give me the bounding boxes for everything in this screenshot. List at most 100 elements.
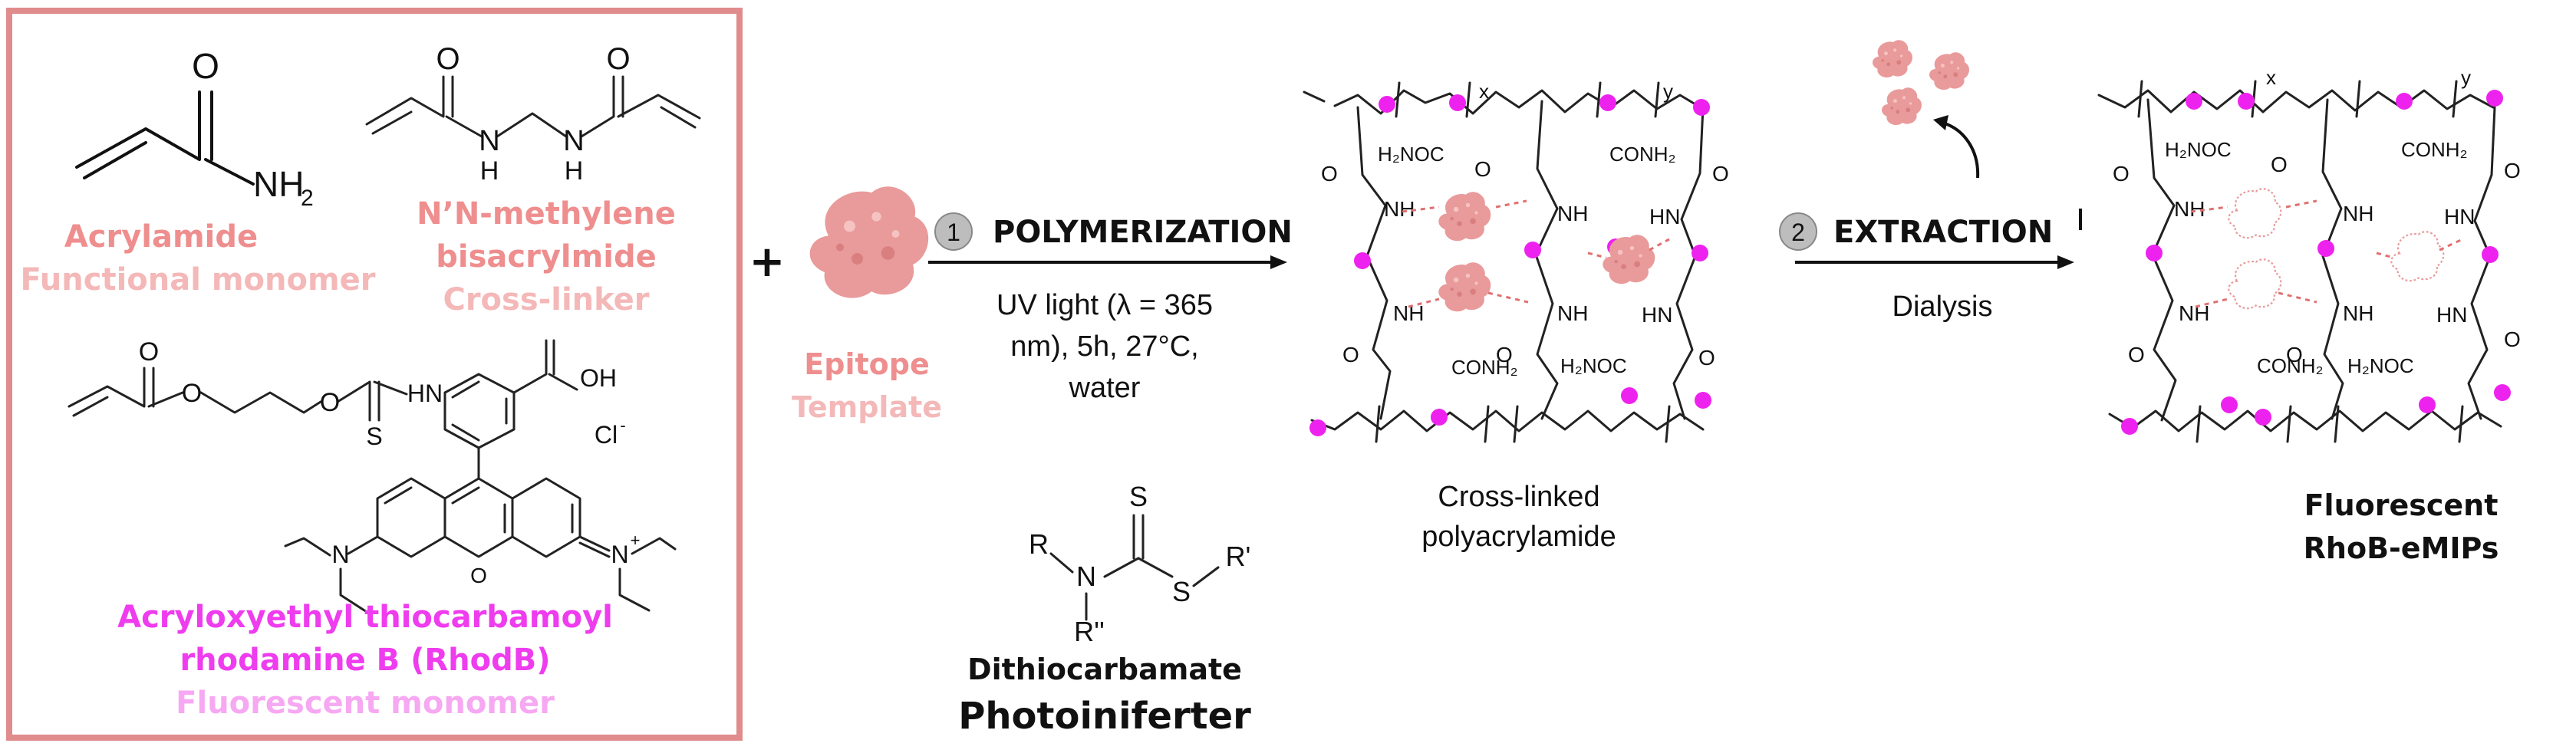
product1-line2: polyacrylamide [1421, 521, 1616, 553]
rhodb-atom-o3: O [320, 388, 340, 417]
net2-hn-1: HN [2444, 205, 2475, 229]
net1-h2noc-2: H₂NOC [1560, 354, 1627, 377]
net1-nh-2: NH [1393, 301, 1424, 325]
step2-label: EXTRACTION [1833, 215, 2053, 250]
net2-hn-2: HN [2436, 303, 2467, 327]
rhodb-atom-hn: HN [407, 380, 443, 407]
net1-node [1695, 392, 1711, 409]
net1-conh2-2: CONH₂ [1451, 356, 1518, 379]
crosslinker-structure: O O N H N H [365, 42, 701, 186]
extraction-curved-arrow [1942, 121, 1980, 179]
released-epitopes-icon [1873, 40, 1969, 126]
net2-nh-3: NH [2343, 202, 2373, 225]
net1-o-1: O [1321, 162, 1338, 186]
rhodb-structure: O O O S HN OH Cl - O N N + [68, 337, 677, 613]
iniferter-name: Dithiocarbamate [967, 653, 1242, 686]
iniferter-atom-s1: S [1129, 481, 1148, 512]
epitope-label: Epitope [804, 347, 929, 381]
crosslinker-atom-n2: N [563, 125, 584, 157]
net1-node [1599, 94, 1616, 111]
crosslinker-name-line1: N’N-methylene [417, 196, 676, 232]
net2-o-1: O [2113, 162, 2130, 186]
net2-nh-4: NH [2343, 301, 2373, 325]
crosslinker-role: Cross-linker [443, 282, 649, 317]
net1-node [1524, 242, 1541, 258]
network-imprinted: x y O NH NH O H₂NOC O NH NH O CONH₂ CONH… [2097, 66, 2521, 443]
crosslinker-name-line2: bisacrylmide [436, 239, 657, 275]
net1-nh-3: NH [1557, 202, 1588, 225]
net1-y: y [1663, 80, 1673, 103]
net1-o-5: O [1712, 162, 1729, 186]
net1-o-2: O [1342, 343, 1359, 367]
template-label: Template [792, 390, 942, 424]
iniferter-role: Photoiniferter [958, 695, 1251, 738]
net2-conh2-1: CONH₂ [2401, 138, 2468, 161]
rhodb-name-line1: Acryloxyethyl thiocarbamoyl [117, 600, 613, 635]
step2-number: 2 [1791, 219, 1805, 246]
net2-nh-2: NH [2179, 301, 2209, 325]
product2-line2: RhoB-eMIPs [2304, 531, 2499, 565]
net1-node [1431, 409, 1448, 426]
rhodb-atom-o1: O [139, 337, 159, 367]
net2-o-5: O [2504, 159, 2521, 182]
acrylamide-structure: O NH 2 [75, 46, 314, 211]
crosslinker-atom-h1: H [480, 156, 499, 186]
step1-condition-line1: UV light (λ = 365 [996, 289, 1213, 321]
iniferter-atom-n: N [1076, 561, 1096, 592]
net1-hn-1: HN [1649, 205, 1680, 229]
net2-o-2: O [2128, 343, 2145, 367]
rhodb-role: Fluorescent monomer [176, 686, 555, 721]
acrylamide-name: Acrylamide [64, 219, 258, 255]
net2-node [2186, 93, 2202, 110]
net2-node [2419, 396, 2436, 413]
net1-conh2-1: CONH₂ [1609, 143, 1676, 166]
net2-h2noc-2: H₂NOC [2347, 354, 2414, 377]
rhodb-atom-s: S [366, 423, 382, 450]
net1-nh-4: NH [1557, 301, 1588, 325]
net2-h2noc-1: H₂NOC [2165, 138, 2232, 161]
step2-number-badge [1779, 212, 1817, 251]
step2-condition: Dialysis [1892, 291, 1993, 323]
product1-line1: Cross-linked [1438, 481, 1599, 513]
net2-o-4: O [2286, 343, 2303, 367]
iniferter-atom-r: R [1029, 528, 1049, 560]
step1-number: 1 [947, 219, 960, 246]
net1-node [1354, 252, 1371, 269]
rhodb-atom-n1: N [331, 541, 349, 568]
net2-x: x [2266, 66, 2276, 89]
rhodb-atom-ring-o: O [470, 564, 487, 587]
crosslinker-atom-o2: O [606, 42, 630, 76]
net2-nh-1: NH [2174, 197, 2205, 221]
network-crosslinked: x y O NH NH O H₂NOC O NH NH O CONH₂ CONH… [1303, 80, 1729, 443]
net2-node [2486, 90, 2503, 107]
crosslinker-atom-n1: N [479, 125, 499, 157]
dithiocarbamate-structure: S N S R R'' R' [1029, 481, 1250, 647]
acrylamide-atom-subscript: 2 [301, 186, 314, 211]
net2-node [2482, 246, 2499, 263]
step1-label: POLYMERIZATION [993, 215, 1293, 250]
net1-x: x [1479, 80, 1489, 103]
iniferter-atom-r1: R' [1226, 541, 1251, 572]
step1-condition-line3: water [1069, 372, 1141, 404]
net2-conh2-2: CONH₂ [2257, 354, 2324, 377]
net1-o-4: O [1496, 343, 1513, 367]
net2-node [2396, 93, 2413, 110]
net1-o-3: O [1474, 157, 1491, 181]
net1-hn-2: HN [1642, 303, 1672, 327]
net2-node [2121, 418, 2138, 435]
rhodb-atom-oh: OH [580, 364, 617, 392]
net1-node [1379, 96, 1395, 113]
rhodb-atom-cl-charge: - [620, 416, 625, 435]
epitope-protein-icon [809, 186, 929, 298]
net1-node [1309, 419, 1326, 436]
net2-node [2317, 240, 2334, 257]
rhodb-atom-n2: N [611, 541, 628, 568]
net1-node [1449, 94, 1466, 111]
net1-node [1692, 245, 1708, 261]
iniferter-atom-r2: R'' [1074, 616, 1105, 647]
step1-number-badge [934, 212, 973, 251]
net2-o-6: O [2504, 327, 2521, 351]
net2-node [2255, 409, 2271, 426]
net1-node [1621, 387, 1638, 404]
product2-line1: Fluorescent [2304, 488, 2499, 522]
